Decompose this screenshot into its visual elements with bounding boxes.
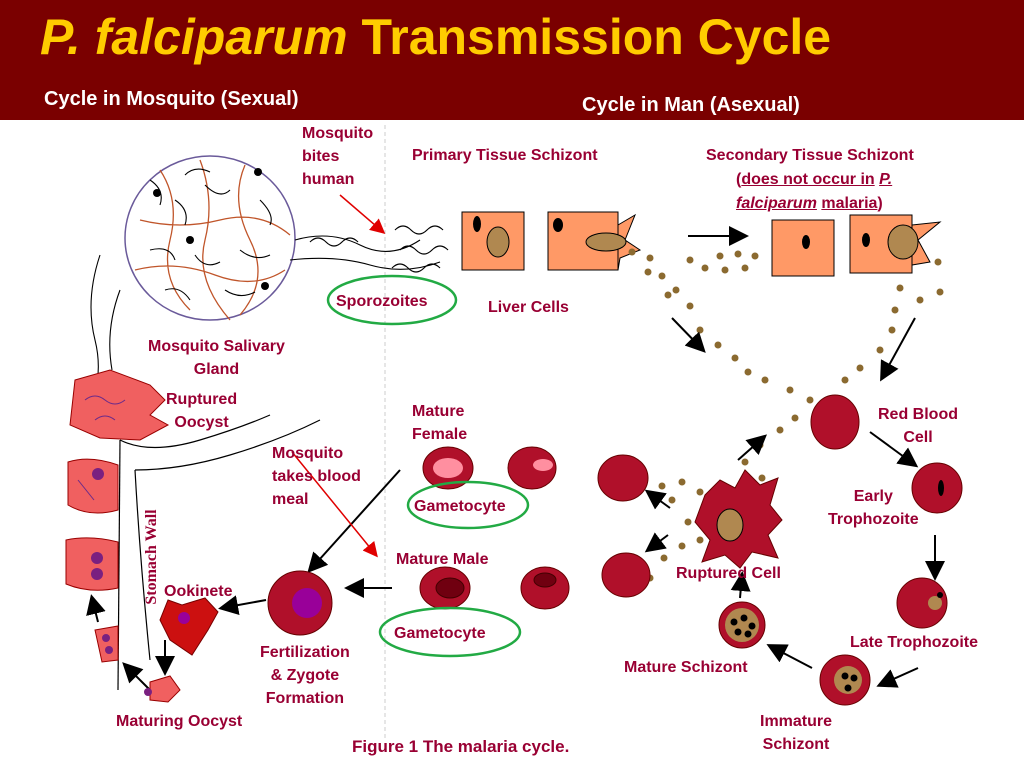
label-mature-female: Mature Female (412, 400, 467, 446)
label-maturing-oocyst: Maturing Oocyst (116, 713, 243, 730)
label-line: Mosquito Salivary (148, 338, 285, 355)
oocyst-3 (94, 625, 119, 663)
title-italic: P. falciparum (40, 9, 348, 65)
label-mature-male: Mature Male (396, 551, 489, 568)
note-italic: falciparum (736, 195, 817, 212)
liver-cell-2 (547, 211, 642, 271)
label-line: Early (853, 488, 893, 505)
label-mosquito-bites: Mosquito bites human (302, 122, 373, 191)
label-line: Immature (760, 713, 833, 730)
mature-schizont (718, 601, 766, 649)
label-mature-schizont: Mature Schizont (624, 659, 748, 676)
label-early-trophozoite: Early Trophozoite (828, 485, 919, 531)
paren-close: ) (877, 195, 883, 212)
header-bar: P. falciparum Transmission Cycle Cycle i… (0, 0, 1024, 120)
male-gametocyte-2 (520, 566, 570, 610)
ookinete (159, 597, 219, 656)
released-rbc (597, 454, 651, 598)
note-text: malaria (821, 195, 878, 212)
label-line: Female (412, 426, 468, 443)
bite-arrow (339, 194, 386, 234)
cycle-arrows (86, 226, 945, 691)
zygote (267, 570, 333, 636)
label-sporozoites: Sporozoites (336, 293, 428, 310)
sporozoite-squiggles (309, 225, 449, 273)
label-gametocyte-top: Gametocyte (414, 498, 506, 515)
label-secondary-note-1: (does not occur in P. (736, 168, 892, 191)
female-gametocyte-2 (507, 446, 557, 490)
label-ruptured-oocyst: Ruptured Oocyst (166, 388, 237, 434)
label-liver-cells: Liver Cells (488, 299, 569, 316)
label-immature-schizont: Immature Schizont (760, 710, 832, 756)
label-line: takes blood (272, 468, 361, 485)
note-text: does not occur in (741, 171, 875, 188)
gametocyte-bottom-highlight (378, 606, 522, 658)
label-line: bites (302, 148, 340, 165)
label-line: Ruptured (166, 391, 238, 408)
late-trophozoite (896, 577, 948, 629)
gametocyte-top-highlight (406, 480, 530, 530)
label-line: meal (272, 491, 309, 508)
liver-cell-4 (849, 214, 942, 274)
label-line: & Zygote (270, 667, 340, 684)
oocyst-1 (67, 458, 119, 514)
oocyst-2 (65, 537, 119, 591)
sporozoites-highlight (326, 274, 458, 326)
blood-meal-arrow (291, 451, 378, 558)
label-line: Mature (412, 403, 465, 420)
label-salivary-gland: Mosquito Salivary Gland (148, 335, 285, 381)
label-secondary-schizont: Secondary Tissue Schizont (706, 147, 914, 164)
label-line: Mosquito (272, 445, 344, 462)
label-primary-schizont: Primary Tissue Schizont (412, 147, 598, 164)
ruptured-oocyst (69, 369, 170, 441)
label-line: Red Blood (878, 406, 958, 423)
red-blood-cell (810, 394, 860, 450)
label-line: Oocyst (174, 414, 229, 431)
note-italic: P. (879, 171, 893, 188)
label-line: Fertilization (260, 644, 350, 661)
subtitle-man-cycle: Cycle in Man (Asexual) (582, 94, 800, 116)
page-title: P. falciparum Transmission Cycle (40, 8, 831, 66)
label-stomach-wall: Stomach Wall (143, 509, 160, 605)
liver-cell-3 (771, 219, 835, 277)
maturing-oocyst (144, 675, 181, 703)
ruptured-cell (694, 469, 783, 569)
label-line: Formation (265, 690, 344, 707)
early-trophozoite (911, 462, 963, 514)
label-ruptured-cell: Ruptured Cell (676, 565, 781, 582)
label-line: Mosquito (302, 125, 374, 142)
title-rest: Transmission Cycle (361, 9, 832, 65)
label-line: Trophozoite (828, 511, 919, 528)
label-line: Schizont (762, 736, 830, 753)
label-line: Gland (193, 361, 240, 378)
label-ookinete: Ookinete (164, 583, 233, 600)
label-late-trophozoite: Late Trophozoite (850, 634, 978, 651)
label-red-blood-cell: Red Blood Cell (878, 403, 958, 449)
label-line: Cell (903, 429, 933, 446)
label-gametocyte-bottom: Gametocyte (394, 625, 486, 642)
label-blood-meal: Mosquito takes blood meal (272, 442, 361, 511)
label-secondary-note-2: falciparum malaria) (736, 192, 883, 215)
female-gametocyte-1 (422, 446, 474, 490)
figure-caption: Figure 1 The malaria cycle. (352, 737, 570, 756)
male-gametocyte-1 (419, 566, 471, 610)
label-line: human (302, 171, 355, 188)
liver-cell-1 (461, 211, 525, 271)
subtitle-mosquito-cycle: Cycle in Mosquito (Sexual) (44, 88, 299, 110)
label-fertilization: Fertilization & Zygote Formation (260, 641, 350, 710)
salivary-gland (84, 155, 441, 421)
immature-schizont (819, 654, 871, 706)
paren-open: ( (736, 171, 742, 188)
